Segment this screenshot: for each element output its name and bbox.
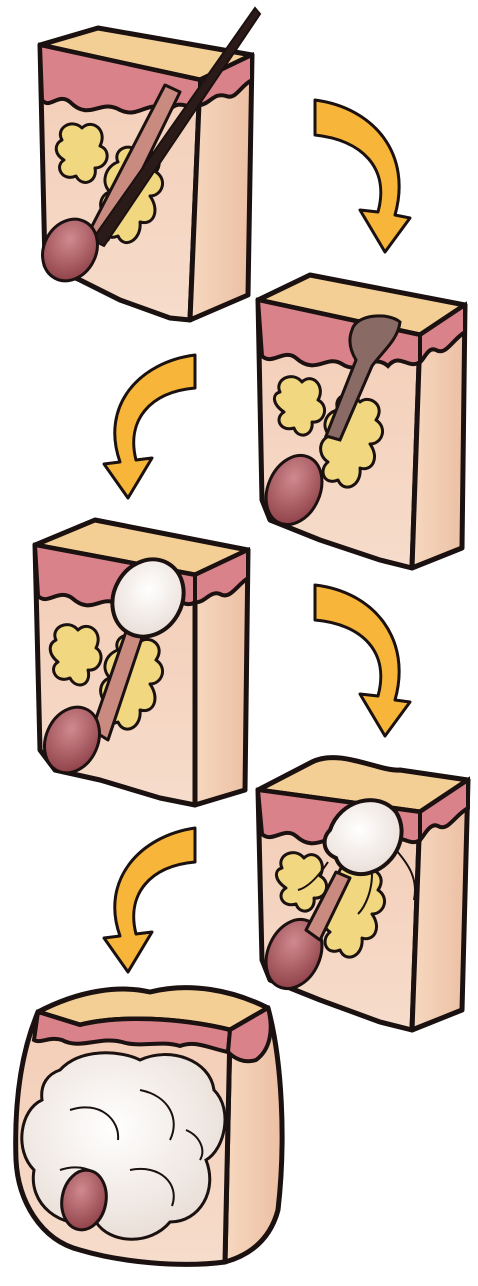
- arrow-1: [315, 100, 410, 252]
- stage-4-inflamed-papule: [256, 758, 468, 1030]
- stage-5-nodule-cyst: [16, 988, 282, 1265]
- arrow-2: [104, 355, 195, 498]
- stage-2-clogged-pore: [256, 275, 465, 568]
- stage-1-normal-follicle: [32, 8, 260, 320]
- arrow-4: [104, 828, 195, 972]
- stage-3-whitehead: [34, 520, 248, 805]
- arrow-3: [315, 585, 410, 736]
- stage-5-cyst-mass: [22, 1053, 225, 1239]
